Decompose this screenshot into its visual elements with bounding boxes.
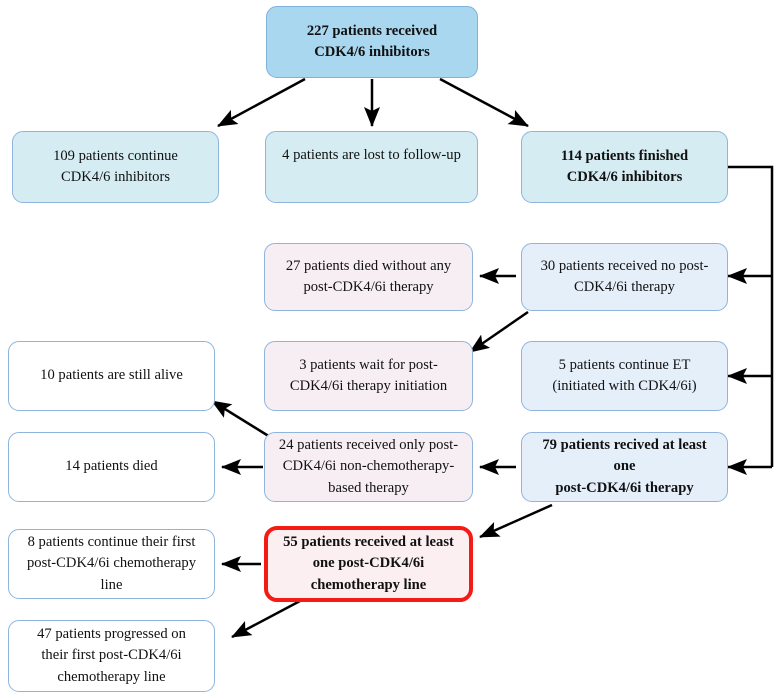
edge-79-to-55 [479,503,553,539]
node-30-patients-no-therapy: 30 patients received no post- CDK4/6i th… [521,243,728,311]
node-55-patients-chemotherapy-line: 55 patients received at least one post-C… [264,526,473,602]
node-24-patients-non-chemo: 24 patients received only post- CDK4/6i … [264,432,473,502]
node-4-patients-lost: 4 patients are lost to follow-up [265,131,478,203]
edge-227-to-114 [439,77,529,128]
node-text: 114 patients finished CDK4/6 inhibitors [560,147,689,185]
node-text: 3 patients wait for post- CDK4/6i therap… [289,356,448,394]
edge-55-to-47 [231,599,301,639]
node-text: 14 patients died [65,458,158,475]
edge-227-to-109 [217,77,306,128]
node-109-patients-continue: 109 patients continue CDK4/6 inhibitors [12,131,219,203]
node-79-patients-at-least-one: 79 patients recived at least one post-CD… [521,432,728,502]
node-text: 47 patients progressed on their first po… [37,626,186,685]
node-text: 79 patients recived at least one post-CD… [542,437,707,496]
node-227-patients-received: 227 patients received CDK4/6 inhibitors [266,6,478,78]
node-3-patients-wait: 3 patients wait for post- CDK4/6i therap… [264,341,473,411]
node-10-patients-alive: 10 patients are still alive [8,341,215,411]
node-text: 227 patients received CDK4/6 inhibitors [306,22,438,60]
node-14-patients-died: 14 patients died [8,432,215,502]
node-text: 30 patients received no post- CDK4/6i th… [540,257,709,295]
node-text: 27 patients died without any post-CDK4/6… [285,257,452,295]
node-text: 8 patients continue their first post-CDK… [26,534,196,593]
edge-30-to-3 [469,310,529,354]
node-text: 55 patients received at least one post-C… [283,534,454,593]
node-5-patients-continue-et: 5 patients continue ET (initiated with C… [521,341,728,411]
node-text: 109 patients continue CDK4/6 inhibitors [53,147,178,185]
node-27-patients-died: 27 patients died without any post-CDK4/6… [264,243,473,311]
node-114-patients-finished: 114 patients finished CDK4/6 inhibitors [521,131,728,203]
edge-114-bus-trunk [728,165,774,467]
node-8-patients-continue-chemo: 8 patients continue their first post-CDK… [8,529,215,599]
node-47-patients-progressed: 47 patients progressed on their first po… [8,620,215,692]
node-text: 5 patients continue ET (initiated with C… [552,356,697,394]
node-text: 24 patients received only post- CDK4/6i … [278,437,459,496]
node-text: 4 patients are lost to follow-up [282,147,461,163]
node-text: 10 patients are still alive [40,367,183,384]
